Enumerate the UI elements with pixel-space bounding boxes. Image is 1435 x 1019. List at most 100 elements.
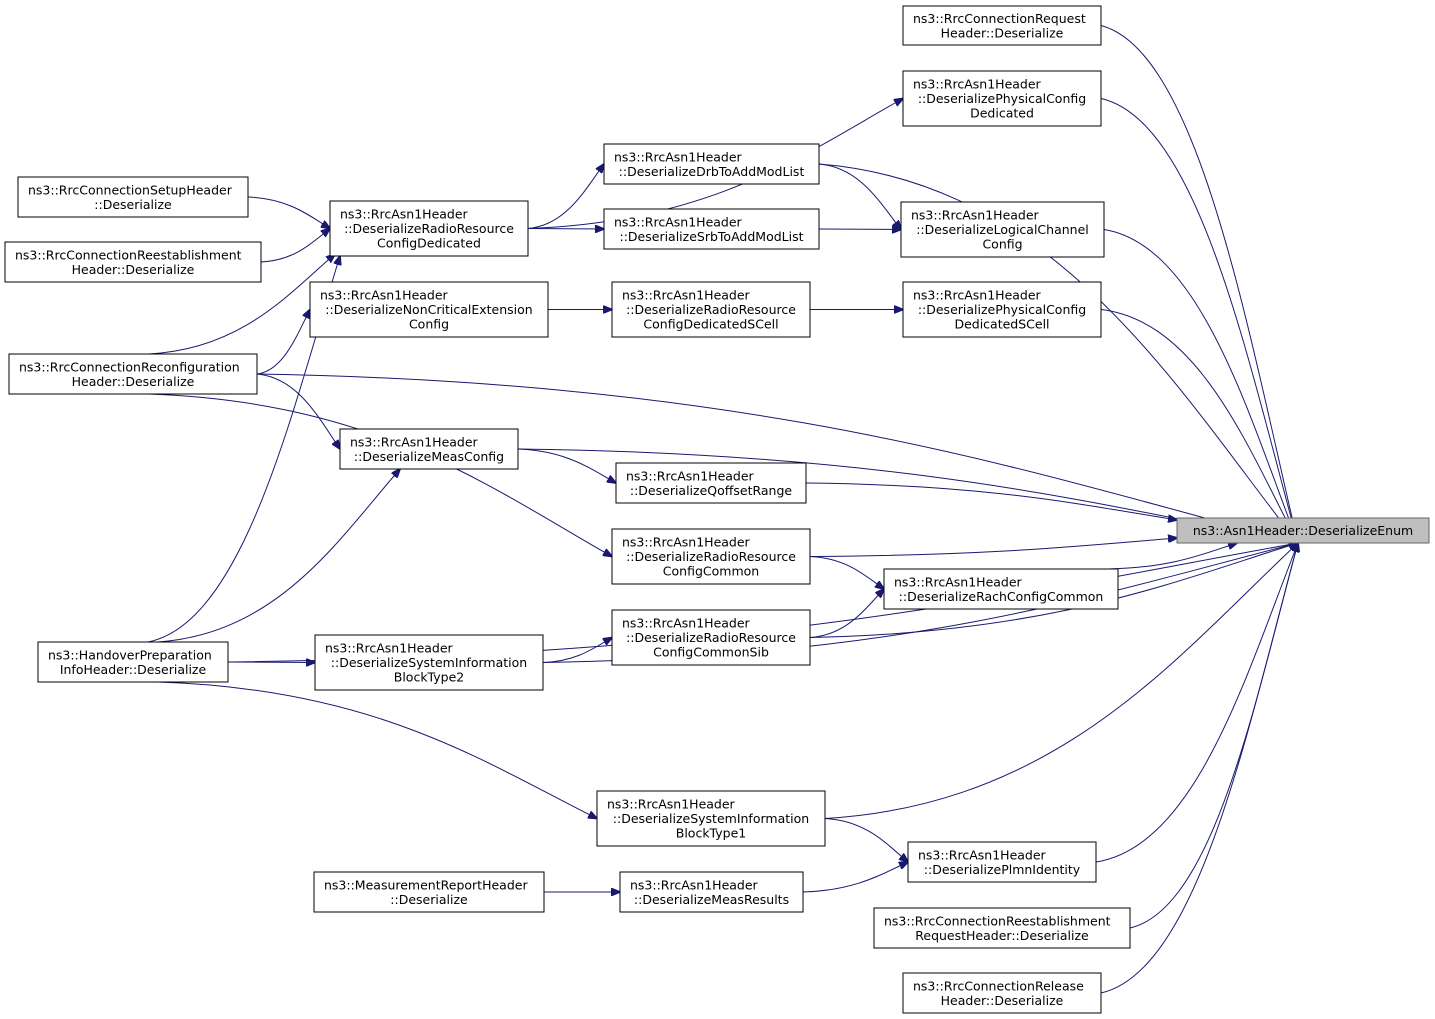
node-label-line: Config	[982, 237, 1022, 252]
node-label-line: RequestHeader::Deserialize	[915, 928, 1089, 943]
node-target[interactable]: ns3::Asn1Header::DeserializeEnum	[1176, 517, 1430, 544]
edge-meas_results-to-plmn_identity	[802, 862, 908, 893]
node-box	[883, 568, 1119, 610]
node-handover-preparation-info[interactable]: ns3::HandoverPreparationInfoHeader::Dese…	[37, 641, 229, 683]
node-logical-channel-config[interactable]: ns3::RrcAsn1Header::DeserializeLogicalCh…	[900, 201, 1105, 258]
node-srb-to-add-mod-list[interactable]: ns3::RrcAsn1Header::DeserializeSrbToAddM…	[603, 208, 820, 250]
node-measurement-report[interactable]: ns3::MeasurementReportHeader::Deserializ…	[313, 871, 545, 913]
edge-rach_config_common-to-target	[1107, 543, 1237, 570]
node-label-line: ::DeserializeQoffsetRange	[630, 483, 793, 498]
node-label-line: ::DeserializeRadioResource	[626, 549, 796, 564]
edge-qoffset_range-to-target	[805, 482, 1177, 520]
node-box	[873, 907, 1131, 949]
node-label-line: ::DeserializeMeasResults	[634, 892, 789, 907]
node-box	[902, 70, 1102, 127]
edge-radio_resource_config_common-to-rach_config_common	[809, 556, 884, 590]
node-label-line: Dedicated	[970, 106, 1034, 121]
edge-handover_preparation_info-to-system_information_block_type2	[227, 662, 315, 663]
node-phys-config-dedicated-scell[interactable]: ns3::RrcAsn1Header::DeserializePhysicalC…	[902, 281, 1102, 338]
edge-rrc_conn_reconfiguration-to-target	[256, 373, 1298, 543]
node-drb-to-add-mod-list[interactable]: ns3::RrcAsn1Header::DeserializeDrbToAddM…	[603, 143, 820, 185]
node-label-line: ::DeserializeRadioResource	[344, 221, 514, 236]
node-label-line: ns3::RrcConnectionReestablishment	[884, 913, 1111, 928]
node-meas-config[interactable]: ns3::RrcAsn1Header::DeserializeMeasConfi…	[339, 428, 519, 470]
node-box	[314, 634, 544, 691]
node-non-critical-extension-config[interactable]: ns3::RrcAsn1Header::DeserializeNonCritic…	[309, 281, 549, 338]
node-rrc-conn-reconfiguration[interactable]: ns3::RrcConnectionReconfigurationHeader:…	[8, 353, 258, 395]
node-label-line: ::DeserializeNonCriticalExtension	[325, 302, 532, 317]
node-box	[611, 528, 811, 585]
node-qoffset-range[interactable]: ns3::RrcAsn1Header::DeserializeQoffsetRa…	[615, 462, 807, 504]
node-label-line: Header::Deserialize	[72, 374, 195, 389]
node-phys-config-dedicated[interactable]: ns3::RrcAsn1Header::DeserializePhysicalC…	[902, 70, 1102, 127]
node-label-line: ns3::RrcAsn1Header	[607, 797, 736, 812]
node-label-line: ns3::RrcConnectionSetupHeader	[28, 182, 233, 197]
node-box	[603, 143, 820, 185]
node-label-line: ns3::RrcConnectionRelease	[913, 978, 1084, 993]
edge-rrc_conn_release-to-target	[1100, 543, 1298, 994]
edge-rrc_conn_reconfiguration-to-radio_resource_config_common	[148, 393, 612, 557]
node-label-line: ::DeserializeRachConfigCommon	[899, 589, 1104, 604]
edge-system_information_block_type1-to-plmn_identity	[824, 818, 908, 863]
node-label-line: ::DeserializePhysicalConfig	[918, 91, 1086, 106]
node-rrc-conn-reestablishment[interactable]: ns3::RrcConnectionReestablishmentHeader:…	[4, 241, 262, 283]
node-label-line: BlockType2	[394, 670, 464, 685]
node-label-line: Config	[409, 317, 449, 332]
node-box	[329, 200, 529, 257]
edge-handover_preparation_info-to-meas_config	[157, 469, 400, 643]
node-plmn-identity[interactable]: ns3::RrcAsn1Header::DeserializePlmnIdent…	[907, 841, 1097, 883]
node-label-line: ::DeserializeSrbToAddModList	[620, 229, 804, 244]
node-label-line: Header::Deserialize	[941, 993, 1064, 1008]
node-radio-resource-config-dedicated-scell[interactable]: ns3::RrcAsn1Header::DeserializeRadioReso…	[611, 281, 811, 338]
node-label-line: ns3::RrcAsn1Header	[325, 641, 454, 656]
node-rrc-conn-release[interactable]: ns3::RrcConnectionReleaseHeader::Deseria…	[902, 972, 1102, 1014]
node-label-line: ::DeserializeSystemInformation	[331, 655, 527, 670]
edge-rrc_conn_reestablishment_request-to-target	[1129, 543, 1298, 929]
node-box	[339, 428, 519, 470]
node-label-line: ConfigCommonSib	[653, 645, 769, 660]
node-label-line: ns3::RrcAsn1Header	[894, 574, 1023, 589]
edge-drb_to_add_mod_list-to-target	[818, 163, 1298, 543]
node-label-line: ::DeserializeLogicalChannel	[916, 222, 1089, 237]
node-meas-results[interactable]: ns3::RrcAsn1Header::DeserializeMeasResul…	[619, 871, 804, 913]
node-box	[900, 201, 1105, 258]
edge-rrc_conn_setup-to-radio_resource_config_dedicated	[247, 196, 330, 229]
node-box	[902, 5, 1102, 46]
edge-rrc_conn_reconfiguration-to-meas_config	[256, 373, 340, 449]
node-box	[615, 462, 807, 504]
node-label-line: ns3::RrcAsn1Header	[626, 468, 755, 483]
node-rrc-conn-setup[interactable]: ns3::RrcConnectionSetupHeader::Deseriali…	[17, 176, 249, 218]
node-radio-resource-config-common-sib[interactable]: ns3::RrcAsn1Header::DeserializeRadioReso…	[611, 609, 811, 666]
node-box	[611, 281, 811, 338]
edge-phys_config_dedicated-to-target	[1100, 98, 1298, 544]
node-box	[313, 871, 545, 913]
node-label-line: ns3::HandoverPreparation	[48, 647, 212, 662]
node-rrc-conn-reestablishment-request[interactable]: ns3::RrcConnectionReestablishmentRequest…	[873, 907, 1131, 949]
node-label-line: Header::Deserialize	[72, 262, 195, 277]
edge-radio_resource_config_dedicated-to-drb_to_add_mod_list	[527, 164, 604, 229]
node-label-line: ns3::RrcConnectionReestablishment	[15, 247, 242, 262]
node-label-line: DedicatedSCell	[954, 317, 1049, 332]
node-radio-resource-config-common[interactable]: ns3::RrcAsn1Header::DeserializeRadioReso…	[611, 528, 811, 585]
node-box	[4, 241, 262, 283]
node-radio-resource-config-dedicated[interactable]: ns3::RrcAsn1Header::DeserializeRadioReso…	[329, 200, 529, 257]
node-label-line: ::DeserializeSystemInformation	[613, 811, 809, 826]
node-box	[902, 972, 1102, 1014]
node-box	[596, 790, 826, 847]
edge-radio_resource_config_dedicated-to-srb_to_add_mod_list	[527, 229, 604, 230]
node-rach-config-common[interactable]: ns3::RrcAsn1Header::DeserializeRachConfi…	[883, 568, 1119, 610]
edge-radio_resource_config_common-to-target	[809, 538, 1177, 557]
node-rrc-conn-request[interactable]: ns3::RrcConnectionRequestHeader::Deseria…	[902, 5, 1102, 46]
node-system-information-block-type1[interactable]: ns3::RrcAsn1Header::DeserializeSystemInf…	[596, 790, 826, 847]
node-system-information-block-type2[interactable]: ns3::RrcAsn1Header::DeserializeSystemInf…	[314, 634, 544, 691]
node-box	[603, 208, 820, 250]
node-label-line: ns3::RrcAsn1Header	[320, 288, 449, 303]
edge-system_information_block_type1-to-target	[824, 543, 1298, 819]
edge-system_information_block_type2-to-radio_resource_config_common_sib	[542, 638, 612, 663]
node-label-line: ns3::RrcAsn1Header	[913, 288, 1042, 303]
node-box	[902, 281, 1102, 338]
node-label-line: ::DeserializeRadioResource	[626, 302, 796, 317]
node-box	[907, 841, 1097, 883]
edge-meas_config-to-qoffset_range	[517, 448, 616, 483]
edge-rrc_conn_reestablishment-to-radio_resource_config_dedicated	[260, 229, 330, 263]
